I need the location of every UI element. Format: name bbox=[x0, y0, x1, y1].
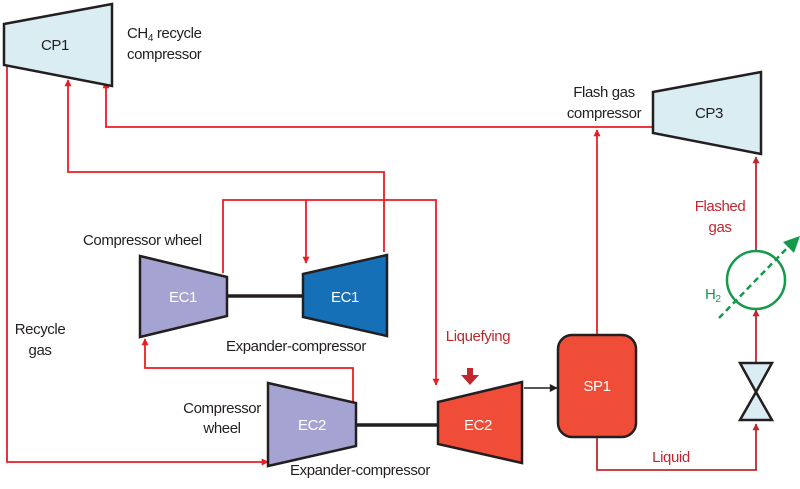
sp1-label: SP1 bbox=[583, 378, 610, 395]
ec1-compressor-wheel[interactable]: EC1 bbox=[138, 254, 229, 339]
ec2-wheel-to-ec1-wheel-line bbox=[141, 338, 354, 402]
liquefying-arrow-icon bbox=[461, 368, 479, 385]
ec1-expander[interactable]: EC1 bbox=[301, 253, 389, 338]
ec2-wheel-description-line1: Compressor bbox=[183, 400, 261, 417]
recycle-gas-line bbox=[6, 65, 269, 466]
expansion-valve-icon[interactable] bbox=[737, 361, 775, 422]
cp3-label: CP3 bbox=[695, 105, 723, 122]
liquefying-label: Liquefying bbox=[446, 328, 510, 345]
heat-exchanger-icon[interactable] bbox=[718, 236, 800, 319]
flash-gas-return-line bbox=[102, 81, 652, 128]
cp1-description-line2: compressor bbox=[127, 46, 202, 63]
h2-label: H2 bbox=[705, 286, 721, 305]
cp1-description-line1: CH4 recycle bbox=[127, 25, 202, 44]
ec1-expander-description: Expander-compressor bbox=[226, 338, 366, 355]
ec2-expander[interactable]: EC2 bbox=[436, 380, 524, 465]
ec1-wheel-description: Compressor wheel bbox=[83, 232, 202, 249]
ec2-expander-label: EC2 bbox=[464, 417, 492, 434]
cp1-compressor[interactable]: CP1 bbox=[2, 2, 114, 88]
liquid-line bbox=[596, 423, 760, 471]
ec1-wheel-outlet-line bbox=[222, 199, 440, 386]
flashed-gas-label-line1: Flashed bbox=[695, 198, 746, 215]
cp3-description-line1: Flash gas bbox=[573, 84, 634, 101]
ec2-compressor-wheel[interactable]: EC2 bbox=[266, 381, 358, 468]
recycle-gas-label-line2: gas bbox=[29, 342, 52, 359]
ec2-wheel-label: EC2 bbox=[298, 417, 326, 434]
recycle-gas-label-line1: Recycle bbox=[15, 321, 66, 338]
liquid-label: Liquid bbox=[652, 449, 690, 466]
ec2-expander-description: Expander-compressor bbox=[290, 462, 430, 479]
cp3-description-line2: compressor bbox=[567, 105, 642, 122]
sp1-separator[interactable]: SP1 bbox=[556, 333, 638, 439]
ec1-wheel-label: EC1 bbox=[169, 289, 197, 306]
ec1-expander-label: EC1 bbox=[331, 289, 359, 306]
ec2-wheel-description-line2: wheel bbox=[202, 420, 240, 437]
cp1-label: CP1 bbox=[41, 37, 69, 54]
cp3-compressor[interactable]: CP3 bbox=[651, 70, 763, 156]
flashed-gas-label-line2: gas bbox=[709, 219, 732, 236]
ec1-outlet-to-cp1-line bbox=[64, 79, 385, 252]
